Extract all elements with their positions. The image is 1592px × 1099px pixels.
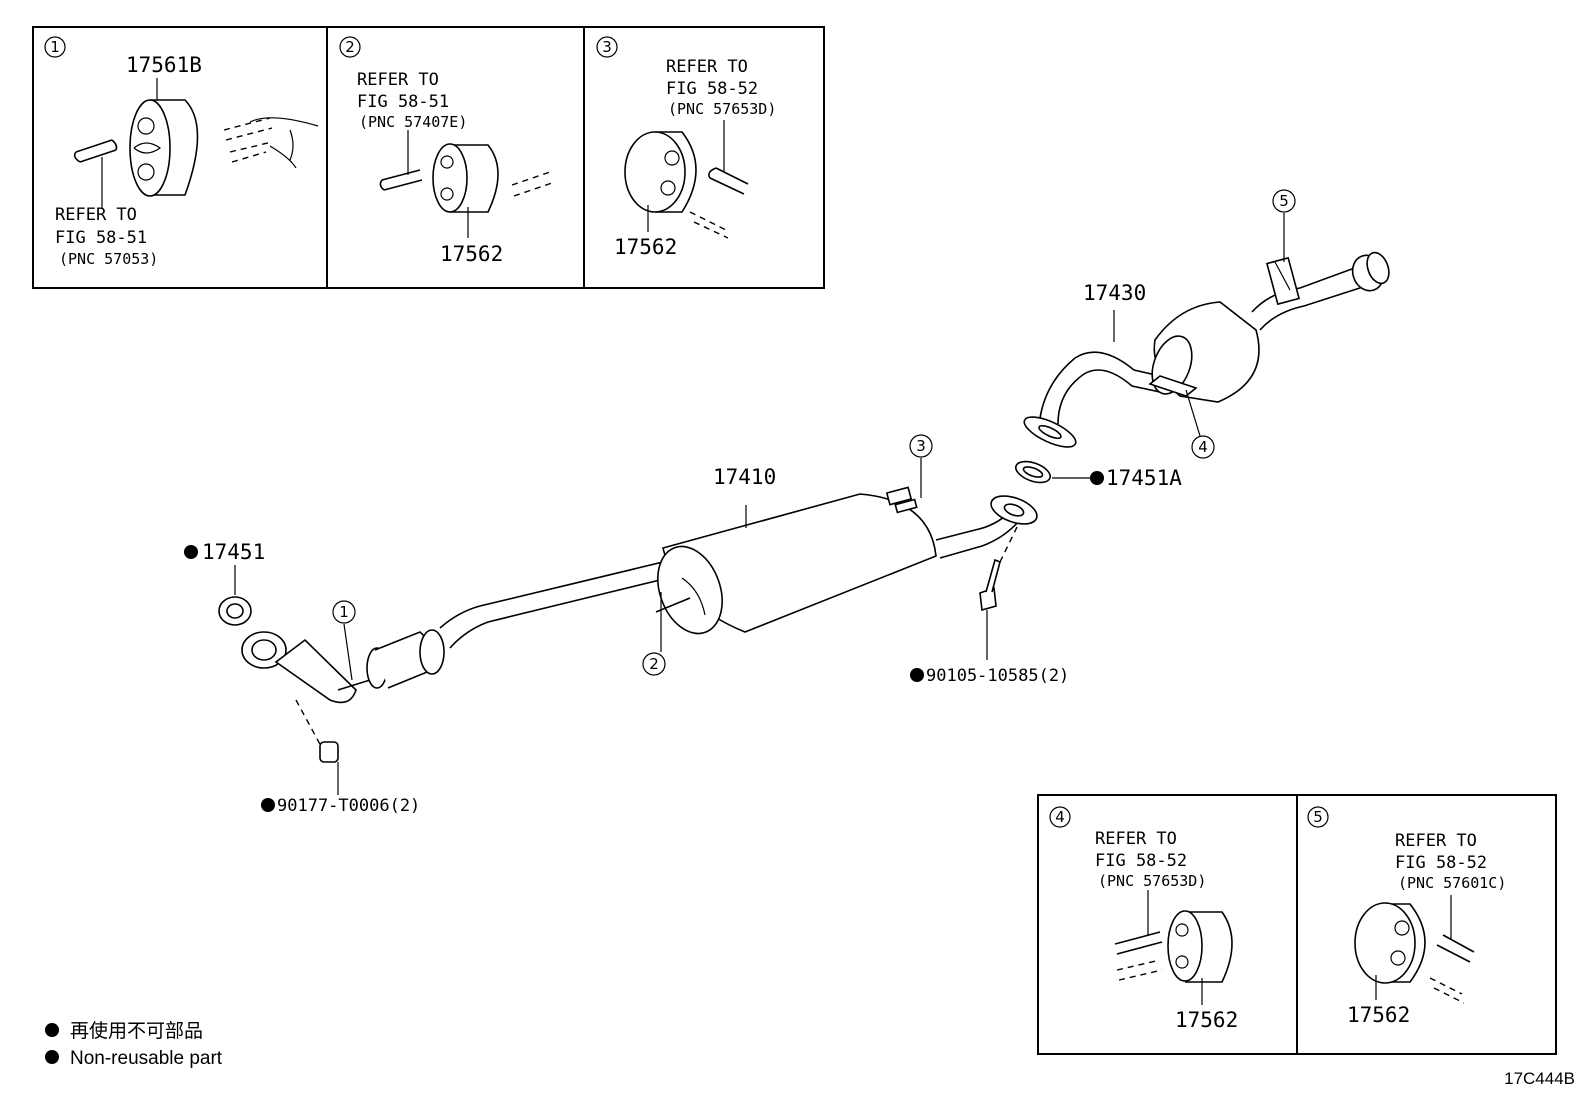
- svg-text:1: 1: [339, 603, 349, 621]
- gasket-17451: [218, 565, 252, 626]
- inset-4-fig: FIG 58-52: [1095, 851, 1187, 871]
- inset-4-pnc: (PNC 57653D): [1098, 872, 1206, 890]
- inset-3-refer: REFER TO: [666, 57, 748, 77]
- inset-4-number: 4: [1055, 808, 1065, 826]
- inset-2-pnc: (PNC 57407E): [359, 113, 467, 131]
- callout-3: 3: [909, 434, 933, 458]
- hanger-rubber-3: [624, 131, 697, 213]
- hanger-rubber-4: [1167, 910, 1233, 983]
- svg-text:17451A: 17451A: [1106, 466, 1182, 490]
- inset-4-part-label: 17562: [1175, 1008, 1238, 1032]
- inset-2-refer: REFER TO: [357, 70, 439, 90]
- nut-90177: [295, 699, 339, 795]
- hanger-rubber-5: [1354, 902, 1426, 984]
- inset-3-part-label: 17562: [614, 235, 677, 259]
- inset-5: 5 REFER TO FIG 58-52 (PNC 57601C) 17562: [1307, 806, 1506, 1027]
- inset-1-pnc: (PNC 57053): [59, 250, 158, 268]
- intermediate-pipe: [439, 561, 670, 649]
- svg-text:3: 3: [916, 437, 926, 455]
- main-muffler: [655, 486, 937, 635]
- part-label-bolt: 90105-10585(2): [910, 666, 1069, 686]
- part-label-nut: 90177-T0006(2): [261, 796, 420, 816]
- muffler-outlet-pipe: [935, 495, 1038, 559]
- bolt-90105: [979, 524, 1019, 660]
- inset-3-pnc: (PNC 57653D): [668, 100, 776, 118]
- callout-2: 2: [642, 652, 666, 676]
- inset-4-refer: REFER TO: [1095, 829, 1177, 849]
- hanger-rubber-2: [432, 143, 499, 213]
- svg-text:90177-T0006(2): 90177-T0006(2): [277, 796, 420, 816]
- inset-2-number: 2: [345, 38, 355, 56]
- svg-text:5: 5: [1279, 192, 1289, 210]
- inset-5-pnc: (PNC 57601C): [1398, 874, 1506, 892]
- callout-1: 1: [332, 600, 356, 624]
- inset-5-fig: FIG 58-52: [1395, 853, 1487, 873]
- part-label-17451A: 17451A: [1090, 466, 1182, 490]
- inset-3: 3 REFER TO FIG 58-52 (PNC 57653D) 17562: [596, 36, 776, 259]
- inset-3-number: 3: [602, 38, 612, 56]
- legend: 再使用不可部品 Non-reusable part: [45, 1020, 223, 1069]
- figure-code: 17C444B: [1504, 1069, 1575, 1088]
- callout-5: 5: [1272, 189, 1296, 213]
- svg-text:4: 4: [1198, 438, 1208, 456]
- inset-1: 1 17561B REFER TO FIG 58-51 (PNC 57053): [44, 36, 319, 268]
- legend-japanese: 再使用不可部品: [70, 1020, 203, 1042]
- part-label-17451: 17451: [184, 540, 265, 564]
- inset-2-part-label: 17562: [440, 242, 503, 266]
- gasket-17451A: [1015, 460, 1090, 484]
- inset-1-refer: REFER TO: [55, 205, 137, 225]
- inset-5-part-label: 17562: [1347, 1003, 1410, 1027]
- callout-4: 4: [1191, 435, 1215, 459]
- inset-3-fig: FIG 58-52: [666, 79, 758, 99]
- tail-pipe-assembly: [1023, 251, 1390, 448]
- svg-text:90105-10585(2): 90105-10585(2): [926, 666, 1069, 686]
- inset-2: 2 REFER TO FIG 58-51 (PNC 57407E) 17562: [339, 36, 553, 266]
- inset-4: 4 REFER TO FIG 58-52 (PNC 57653D) 17562: [1049, 806, 1238, 1032]
- legend-english: Non-reusable part: [70, 1048, 223, 1069]
- svg-text:2: 2: [649, 655, 659, 673]
- svg-text:17451: 17451: [202, 540, 265, 564]
- inset-2-fig: FIG 58-51: [357, 92, 449, 112]
- inset-5-refer: REFER TO: [1395, 831, 1477, 851]
- inset-1-part-label: 17561B: [126, 53, 202, 77]
- inset-1-number: 1: [50, 38, 60, 56]
- inset-top: [32, 26, 825, 289]
- leader-lines: [343, 213, 1285, 681]
- part-label-17430: 17430: [1083, 281, 1146, 305]
- part-label-17410: 17410: [713, 465, 776, 489]
- front-pipe-assembly: [241, 629, 445, 704]
- inset-bottom: [1037, 794, 1557, 1055]
- hanger-rubber-1: [129, 99, 199, 197]
- inset-1-fig: FIG 58-51: [55, 228, 147, 248]
- inset-5-number: 5: [1313, 808, 1323, 826]
